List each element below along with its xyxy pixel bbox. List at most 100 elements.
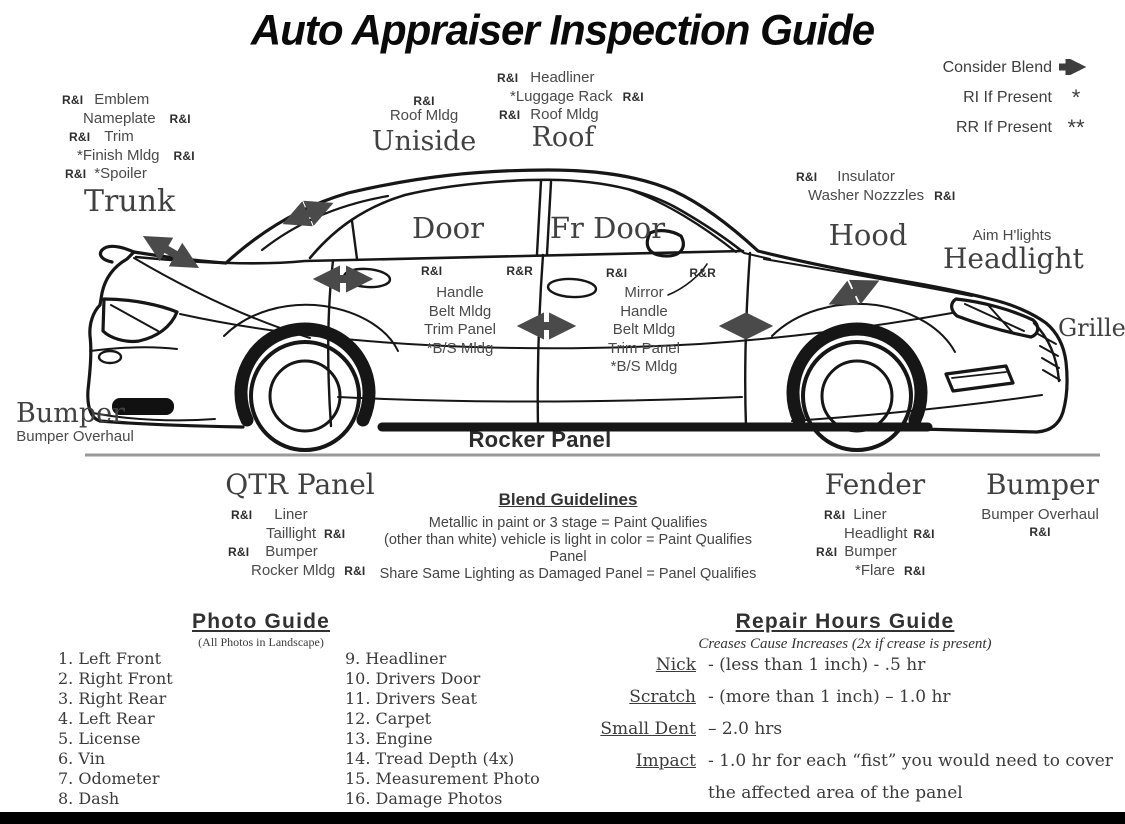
part-label: *Luggage Rack xyxy=(510,87,613,105)
photo-item: 9. Headliner xyxy=(345,649,447,668)
rni-tag: R&I xyxy=(413,94,435,108)
double-asterisk-icon: ** xyxy=(1067,115,1085,140)
page-title: Auto Appraiser Inspection Guide xyxy=(250,5,875,54)
bumper-left-sub: Bumper Overhaul xyxy=(16,428,134,445)
part-label: Rocker Mldg xyxy=(251,561,336,579)
legend: Consider Blend RI If Present * RR If Pre… xyxy=(895,53,1100,143)
part-label: Handle xyxy=(436,284,484,301)
photo-guide-col2: 9. Headliner 10. Drivers Door 11. Driver… xyxy=(345,649,540,809)
blend-line: (other than white) vehicle is light in c… xyxy=(384,532,752,565)
photo-guide-col1: 1. Left Front 2. Right Front 3. Right Re… xyxy=(58,649,173,809)
part-label: Roof Mldg xyxy=(389,107,459,124)
trunk-label: Trunk xyxy=(84,184,176,219)
photo-item: 10. Drivers Door xyxy=(345,669,481,688)
repair-desc: - (less than 1 inch) - .5 hr xyxy=(708,655,926,675)
part-label: Trim xyxy=(104,128,134,145)
photo-item: 3. Right Rear xyxy=(58,689,167,708)
uniside-label: Uniside xyxy=(371,126,477,157)
part-label: Insulator xyxy=(837,168,895,185)
part-label: Roof Mldg xyxy=(530,106,599,123)
fr-door-ri-rr-row: R&I R&R xyxy=(606,266,716,280)
part-label: Trim Panel xyxy=(424,321,496,338)
door-parts-list: Handle Belt Mldg Trim Panel *B/S Mldg xyxy=(400,284,520,358)
part-label: Liner xyxy=(853,506,887,523)
fender-label: Fender xyxy=(824,468,926,501)
qtr-panel-label: QTR Panel xyxy=(225,468,375,501)
part-label: *Spoiler xyxy=(94,165,147,182)
repair-row: Small Dent – 2.0 hrs xyxy=(590,720,1113,739)
repair-row-continuation: the affected area of the panel xyxy=(590,784,1113,803)
repair-row: Impact - 1.0 hr for each “fist” you woul… xyxy=(590,752,1113,771)
part-label: Liner xyxy=(274,506,308,523)
bumper-right-sub: Bumper Overhaul xyxy=(981,506,1099,523)
rni-tag: R&I xyxy=(173,148,195,163)
repair-guide-header: Repair Hours Guide xyxy=(735,610,955,633)
rni-tag: R&I xyxy=(231,508,253,522)
rnr-tag: R&R xyxy=(506,264,533,278)
blend-arrow-trunk xyxy=(142,235,200,269)
rni-tag: R&I xyxy=(606,266,628,280)
repair-guide-subheader: Creases Cause Increases (2x if crease is… xyxy=(698,636,992,652)
blend-line: Share Same Lighting as Damaged Panel = P… xyxy=(379,566,757,582)
photo-item: 13. Engine xyxy=(345,729,433,748)
rni-tag: R&I xyxy=(324,526,346,541)
rni-tag: R&I xyxy=(169,111,191,126)
rni-tag: R&I xyxy=(904,563,926,578)
repair-term: Small Dent xyxy=(600,719,696,739)
roof-label: Roof xyxy=(531,122,595,153)
rni-tag: R&I xyxy=(934,188,956,203)
part-label: Belt Mldg xyxy=(612,321,676,338)
grille-label: Grille xyxy=(1058,314,1125,342)
part-label: Washer Nozzzles xyxy=(808,186,925,204)
part-label: Headlight xyxy=(844,524,908,542)
rnr-tag: R&R xyxy=(689,266,716,280)
door-label: Door xyxy=(411,211,485,245)
photo-item: 15. Measurement Photo xyxy=(345,769,540,788)
photo-item: 14. Tread Depth (4x) xyxy=(345,749,515,768)
part-label: Emblem xyxy=(94,91,150,108)
repair-desc: - 1.0 hr for each “fist” you would need … xyxy=(708,751,1113,771)
legend-rr-if-present: RR If Present ** xyxy=(895,113,1100,143)
part-label: *Finish Mldg xyxy=(77,146,160,164)
rni-tag: R&I xyxy=(499,108,521,122)
rni-tag: R&I xyxy=(65,167,87,181)
part-label: Headliner xyxy=(530,69,595,86)
aim-headlights-label: Aim H'lights xyxy=(972,227,1052,244)
rni-tag: R&I xyxy=(228,545,250,559)
bumper-right-label: Bumper xyxy=(985,468,1100,501)
part-label: Handle xyxy=(620,302,668,320)
blend-guidelines-header: Blend Guidelines xyxy=(498,490,638,509)
rni-tag: R&I xyxy=(497,71,519,85)
legend-ri-if-present: RI If Present * xyxy=(895,83,1100,113)
part-label: Bumper xyxy=(844,543,897,560)
repair-row: Nick - (less than 1 inch) - .5 hr xyxy=(590,656,1113,675)
photo-item: 7. Odometer xyxy=(58,769,160,788)
legend-label: RI If Present xyxy=(963,89,1052,106)
repair-guide-rows: Nick - (less than 1 inch) - .5 hr Scratc… xyxy=(590,656,1113,816)
photo-item: 16. Damage Photos xyxy=(345,789,503,808)
photo-item: 8. Dash xyxy=(58,789,120,808)
blend-line: Metallic in paint or 3 stage = Paint Qua… xyxy=(428,515,708,531)
blend-arrow-fender-hood xyxy=(828,279,880,306)
part-label: Taillight xyxy=(266,524,317,542)
asterisk-icon: * xyxy=(1071,85,1081,110)
part-label: Belt Mldg xyxy=(428,302,492,320)
part-label: Nameplate xyxy=(83,109,156,127)
repair-term: Impact xyxy=(635,751,696,771)
rocker-panel-label: Rocker Panel xyxy=(468,427,612,452)
part-label: Trim Panel xyxy=(608,339,680,357)
rni-tag: R&I xyxy=(796,170,818,184)
rni-tag: R&I xyxy=(622,89,644,104)
bumper-left-label: Bumper xyxy=(16,398,126,429)
hood-label: Hood xyxy=(828,218,908,252)
part-label: *B/S Mldg xyxy=(426,339,494,357)
fr-door-label: Fr Door xyxy=(549,211,666,245)
fr-door-parts-list: Mirror Handle Belt Mldg Trim Panel *B/S … xyxy=(584,284,704,377)
repair-row: Scratch - (more than 1 inch) – 1.0 hr xyxy=(590,688,1113,707)
blend-arrow-uniside xyxy=(282,200,334,227)
photo-item: 2. Right Front xyxy=(58,669,173,688)
photo-item: 12. Carpet xyxy=(345,709,432,728)
